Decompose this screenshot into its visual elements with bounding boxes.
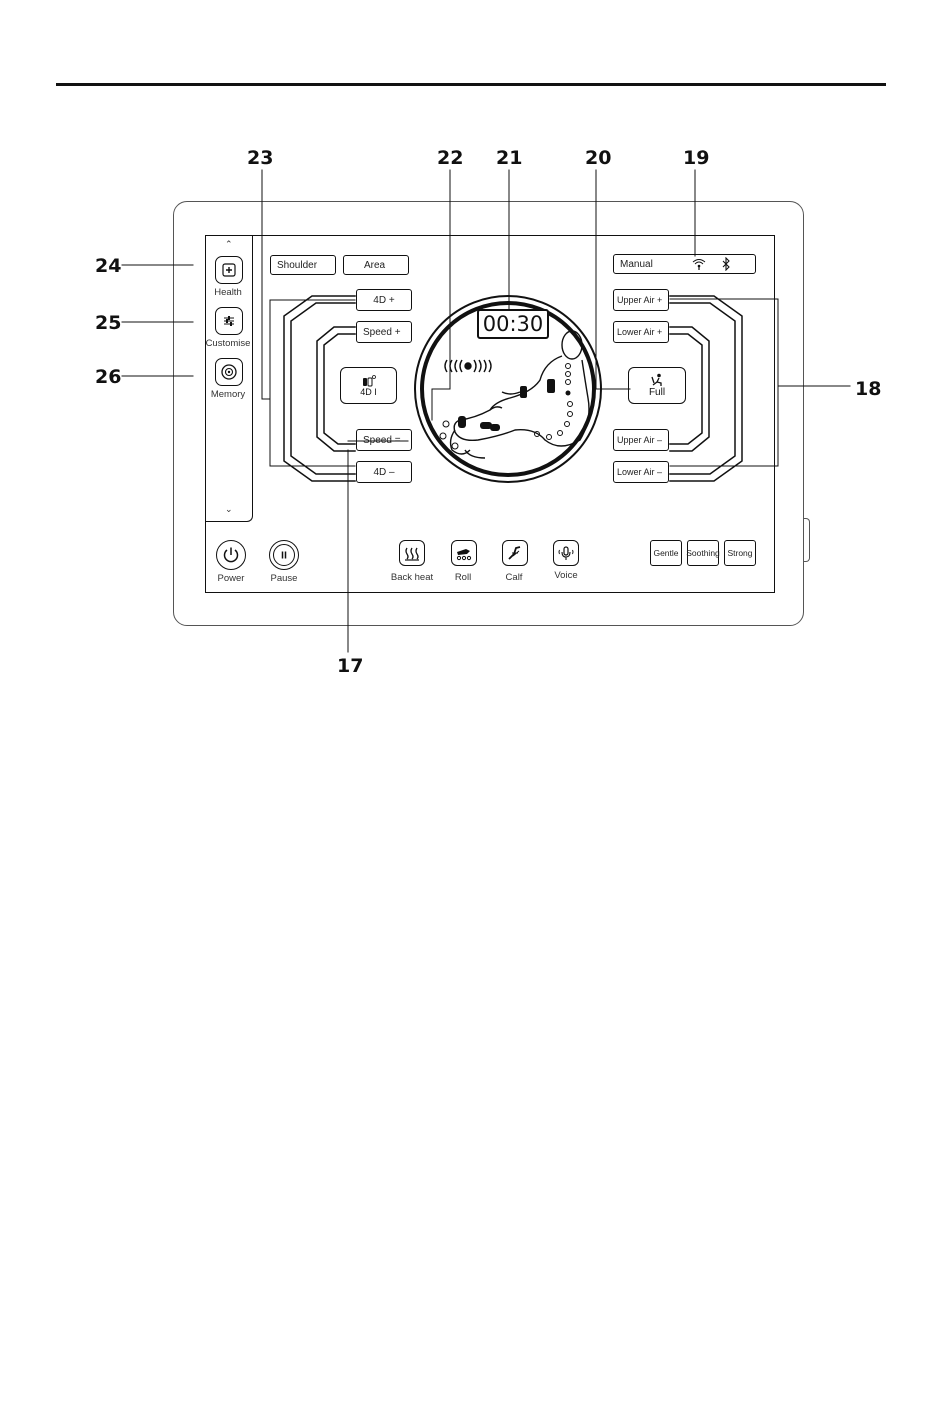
massage-rollers-icon: [362, 375, 376, 387]
fourd-level-button[interactable]: 4D I: [340, 367, 397, 404]
gentle-button[interactable]: Gentle: [650, 540, 682, 566]
lower-air-plus-button[interactable]: Lower Air +: [613, 321, 669, 343]
speed-minus-button[interactable]: Speed =: [356, 429, 412, 451]
sliders-icon: [221, 313, 237, 329]
pause-label: Pause: [249, 573, 319, 584]
memory-icon: [220, 363, 238, 381]
heat-waves-icon: [403, 544, 421, 562]
area-button[interactable]: Area: [343, 255, 409, 275]
strong-button[interactable]: Strong: [724, 540, 756, 566]
health-label: Health: [198, 287, 258, 298]
fourd-plus-button[interactable]: 4D +: [356, 289, 412, 311]
speed-plus-button[interactable]: Speed +: [356, 321, 412, 343]
fourd-level-label: 4D I: [360, 387, 377, 397]
full-label: Full: [649, 387, 665, 398]
bluetooth-icon: [721, 257, 731, 271]
seated-person-icon: [649, 373, 665, 387]
soothing-button[interactable]: Soothing: [687, 540, 719, 566]
wifi-icon: [692, 258, 706, 270]
mode-status-bar: Manual: [613, 254, 756, 274]
health-button[interactable]: [215, 256, 243, 284]
voice-label: Voice: [531, 570, 601, 581]
calf-button[interactable]: [502, 540, 528, 566]
pause-button[interactable]: [269, 540, 299, 570]
shoulder-button[interactable]: Shoulder: [270, 255, 336, 275]
airbag-point-markers: [440, 364, 573, 450]
microphone-icon: [557, 544, 575, 562]
power-button[interactable]: [216, 540, 246, 570]
fourd-minus-button[interactable]: 4D –: [356, 461, 412, 483]
roll-button[interactable]: [451, 540, 477, 566]
back-heat-button[interactable]: [399, 540, 425, 566]
customise-button[interactable]: [215, 307, 243, 335]
voice-button[interactable]: [553, 540, 579, 566]
mode-label: Manual: [620, 259, 653, 270]
lower-air-minus-button[interactable]: Lower Air –: [613, 461, 669, 483]
upper-air-minus-button[interactable]: Upper Air –: [613, 429, 669, 451]
timer-display: 00:30: [477, 309, 549, 339]
area-label: Area: [350, 260, 385, 271]
memory-label: Memory: [198, 389, 258, 400]
pause-icon: [273, 544, 295, 566]
scroll-up-arrow-icon[interactable]: ⌃: [225, 239, 233, 250]
full-airbag-button[interactable]: Full: [628, 367, 686, 404]
memory-button[interactable]: [215, 358, 243, 386]
upper-air-plus-button[interactable]: Upper Air +: [613, 289, 669, 311]
massage-point-markers: [458, 379, 571, 431]
customise-label: Customise: [198, 338, 258, 349]
power-icon: [222, 546, 240, 564]
scroll-down-arrow-icon[interactable]: ⌄: [225, 504, 233, 515]
health-icon: [221, 262, 237, 278]
calf-massage-icon: [506, 544, 524, 562]
foot-roller-icon: [455, 545, 473, 561]
vibration-waves-icon: [445, 360, 491, 372]
